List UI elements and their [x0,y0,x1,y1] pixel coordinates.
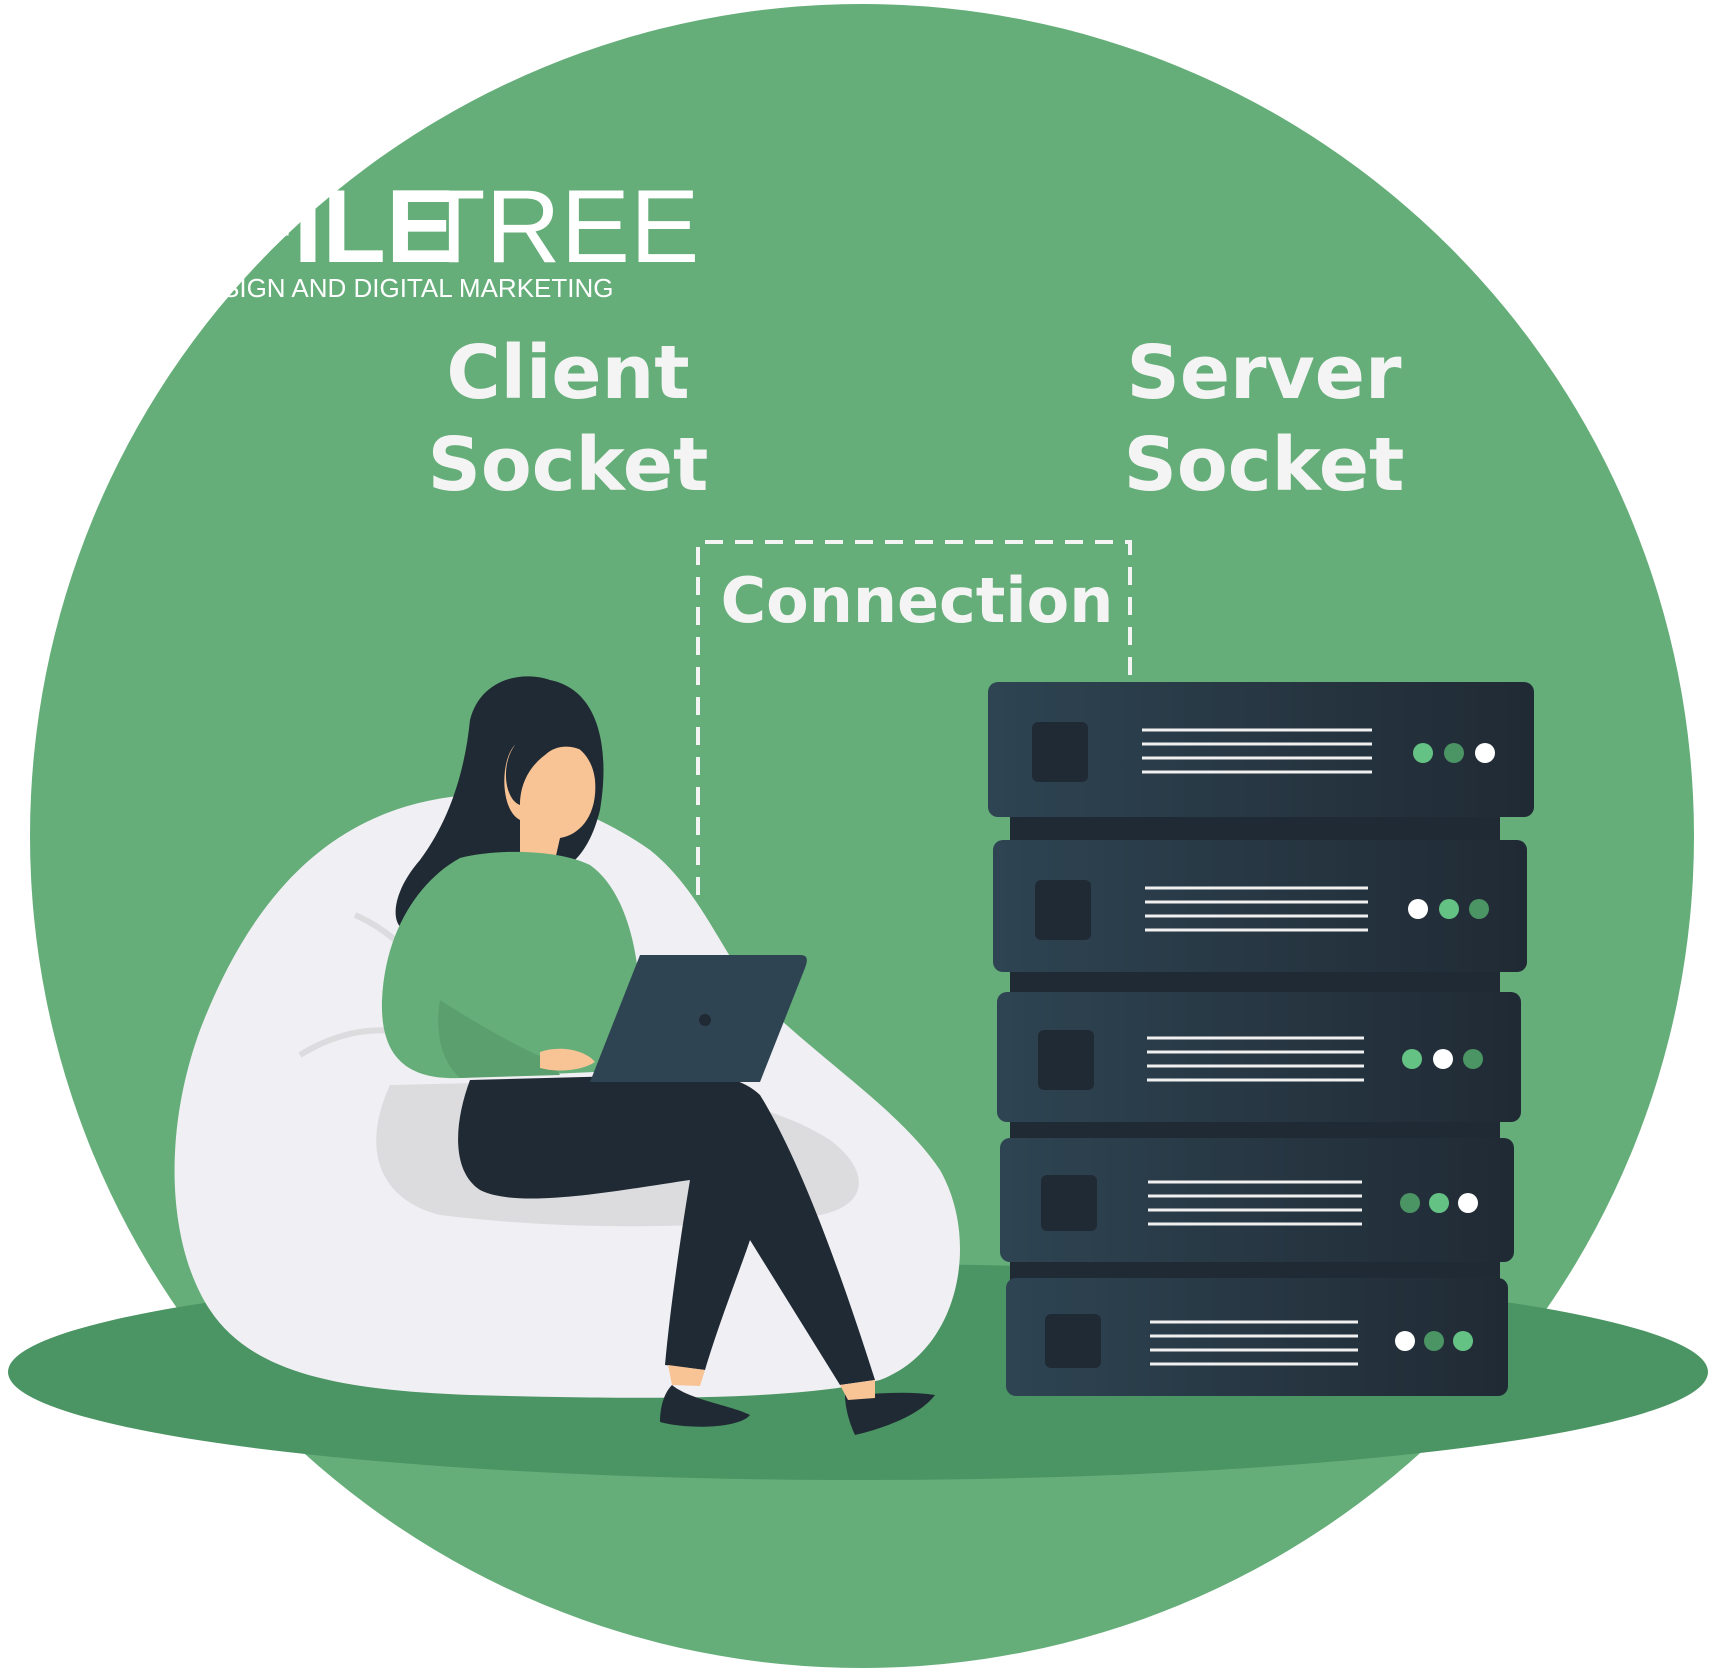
server-unit-2 [993,840,1527,972]
server-socket-label-line2: Socket [1124,422,1405,508]
filetree-logo: FILE TREE SIGN AND DIGITAL MARKETING [222,169,699,303]
connection-label: Connection [721,564,1114,637]
server-unit-5 [1006,1278,1508,1396]
client-socket-label-line1: Client [446,330,689,416]
server-unit-1 [988,682,1534,817]
client-socket-label-line2: Socket [428,422,709,508]
connection-dashed-line [696,540,1132,955]
logo-text-bold: FILE [230,169,455,285]
server-unit-4 [1000,1138,1514,1262]
server-unit-3 [997,992,1521,1122]
person-with-laptop [381,676,935,1435]
logo-text-light: TREE [422,169,699,285]
server-socket-label-line1: Server [1127,330,1402,416]
logo-tagline: SIGN AND DIGITAL MARKETING [222,273,614,303]
server-rack [988,682,1534,1396]
